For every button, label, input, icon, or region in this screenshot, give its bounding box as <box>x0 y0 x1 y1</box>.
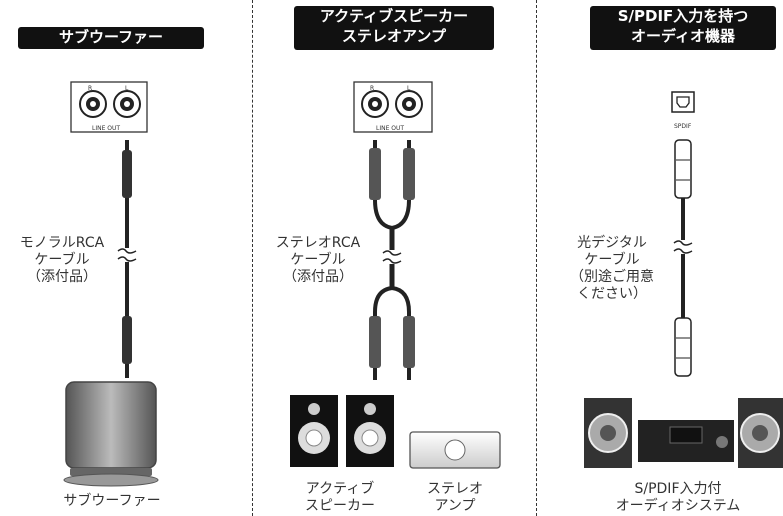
stereo-amp-label: ステレオ アンプ <box>427 481 483 514</box>
audio-system-label: S/PDIF入力付 オーディオシステム <box>615 481 741 514</box>
spdif-title-badge: S/PDIF入力を持つ オーディオ機器 <box>590 6 776 50</box>
sub-port-l-label: L <box>125 85 129 92</box>
spdif-port-panel: SPDIF <box>671 91 695 130</box>
sub-port-r-label: R <box>88 85 92 92</box>
active-speaker-title-badge: アクティブスピーカー ステレオアンプ <box>294 6 494 50</box>
subwoofer-device-label: サブウーファー <box>63 493 161 509</box>
active-port-r-label: R <box>370 85 374 92</box>
stereo-rca-cable-label: ステレオRCA ケーブル （添付品） <box>275 235 361 285</box>
active-line-out-panel: R L LINE OUT <box>353 81 433 133</box>
stereo-rca-cable <box>369 140 415 380</box>
audio-system-image <box>584 398 783 468</box>
subwoofer-line-out-panel: R L LINE OUT <box>70 81 148 133</box>
stereo-amp-image <box>409 431 501 469</box>
mono-rca-cable <box>117 140 137 378</box>
optical-cable <box>673 139 693 377</box>
subwoofer-device-image <box>63 381 159 487</box>
active-port-l-label: L <box>407 85 411 92</box>
spdif-port-caption: SPDIF <box>674 123 692 130</box>
mono-rca-cable-label: モノラルRCA ケーブル （添付品） <box>19 235 105 285</box>
active-speaker-label: アクティブ スピーカー <box>305 481 375 514</box>
optical-cable-label: 光デジタル ケーブル （別途ご用意 ください） <box>570 235 654 302</box>
sub-port-caption: LINE OUT <box>92 125 120 132</box>
active-speaker-pair-image <box>290 395 394 467</box>
active-port-caption: LINE OUT <box>376 125 404 132</box>
column-divider-1 <box>252 0 253 516</box>
subwoofer-title-badge: サブウーファー <box>18 27 204 49</box>
column-divider-2 <box>536 0 537 516</box>
